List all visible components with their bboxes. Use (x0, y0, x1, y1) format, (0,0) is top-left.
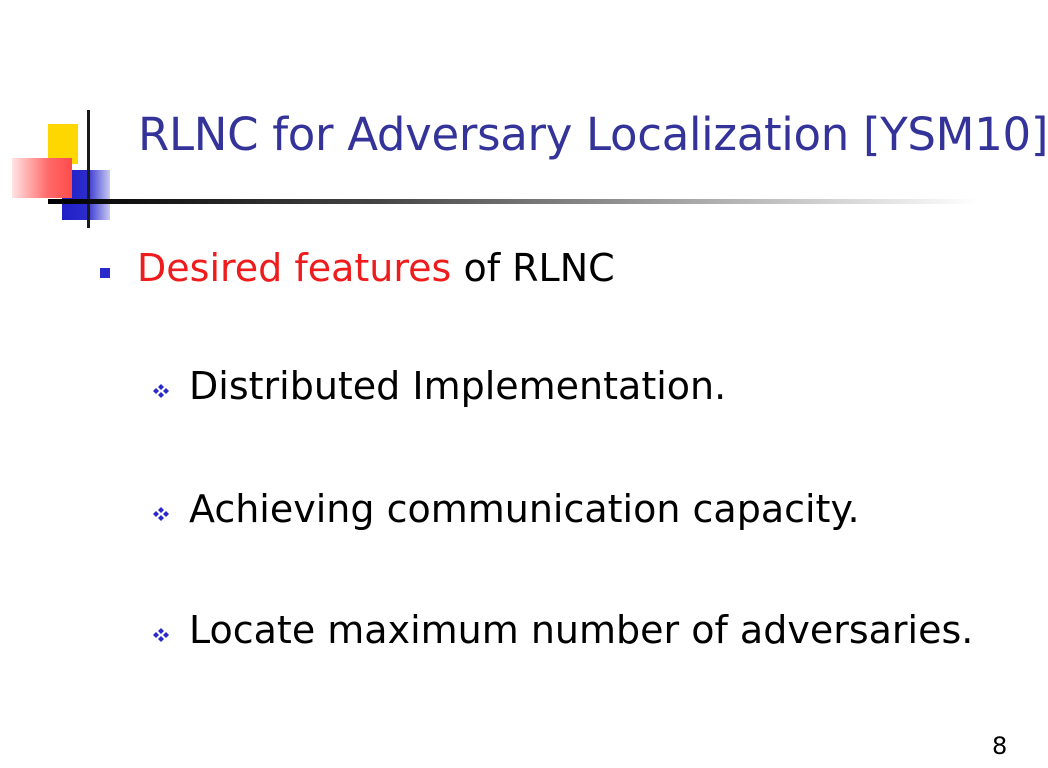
diamond-bullet-icon (153, 384, 169, 398)
yellow-square (48, 124, 78, 164)
title-divider (48, 199, 978, 204)
decorative-logo-icon (0, 100, 150, 230)
page-number: 8 (992, 732, 1008, 760)
bullet-highlight: Desired features (137, 246, 452, 290)
slide-title: RLNC for Adversary Localization [YSM10] (138, 108, 1048, 161)
square-bullet-icon (100, 268, 110, 278)
logo-vertical-line (87, 110, 90, 228)
subbullet-text: Distributed Implementation. (189, 364, 727, 408)
diamond-bullet-icon (153, 628, 169, 642)
subbullet-text: Achieving communication capacity. (189, 487, 860, 531)
slide: RLNC for Adversary Localization [YSM10] … (0, 100, 1048, 760)
diamond-bullet-icon (153, 507, 169, 521)
bullet-rest: of RLNC (451, 246, 615, 290)
subbullet-text: Locate maximum number of adversaries. (189, 608, 974, 652)
bullet-text: Desired features of RLNC (137, 246, 615, 290)
red-square (12, 158, 72, 198)
